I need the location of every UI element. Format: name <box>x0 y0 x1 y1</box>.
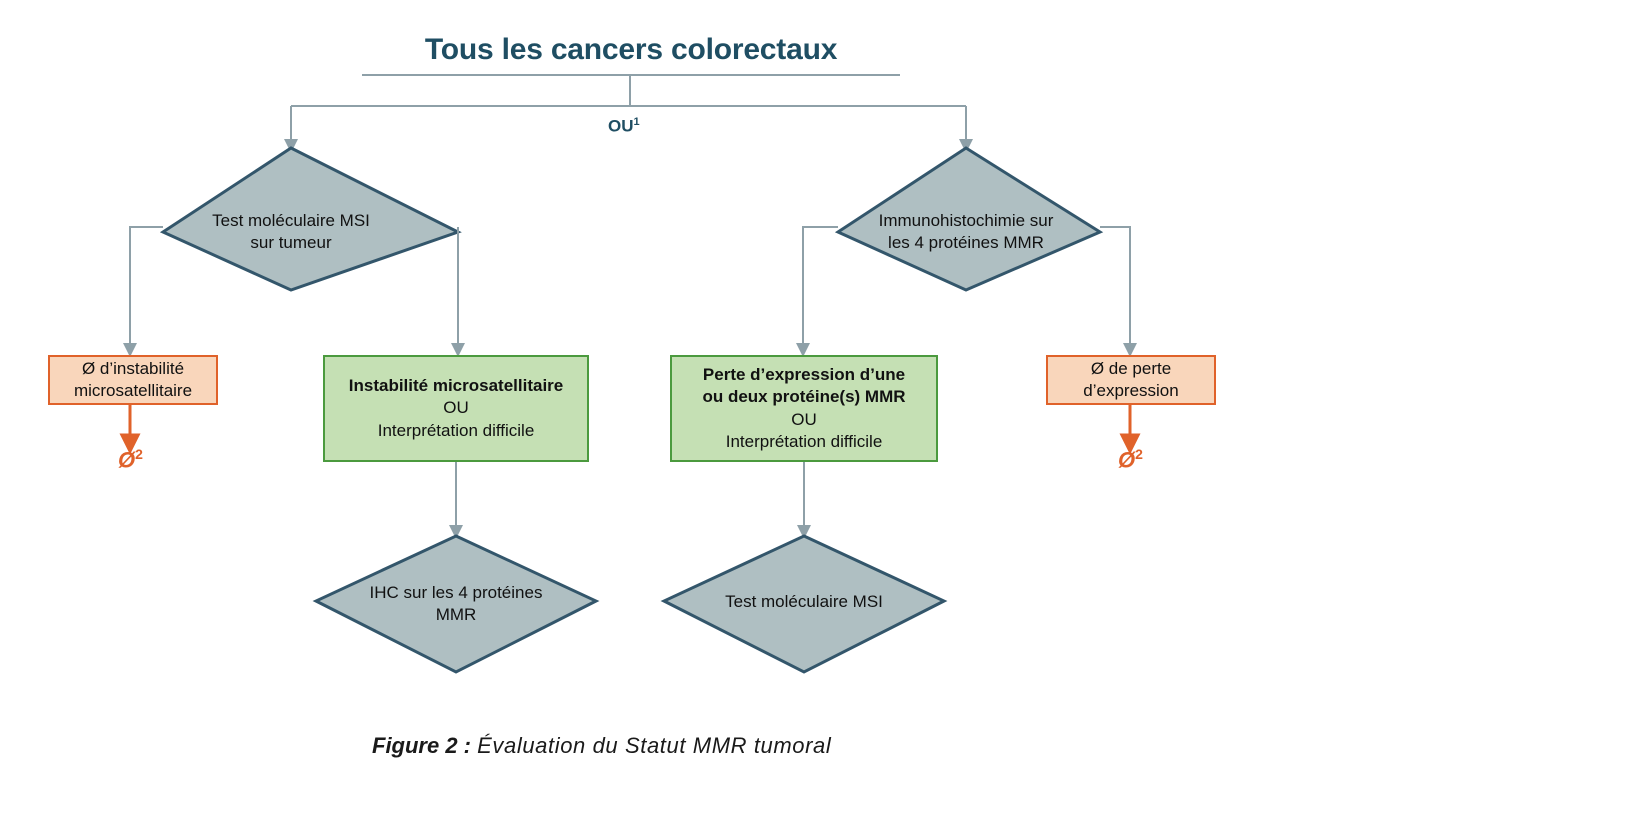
branch-operator-text: OU <box>608 116 634 136</box>
terminal-right-superscript: 2 <box>1135 446 1143 462</box>
terminal-left-symbol: Ø2 <box>118 446 143 473</box>
decision-right-diamond <box>834 146 1104 292</box>
outcome-left-negative-line2: microsatellitaire <box>73 381 193 400</box>
outcome-left-positive-line1: Instabilité microsatellitaire <box>348 375 564 395</box>
figure-caption-lead: Figure 2 : <box>372 733 472 758</box>
branch-operator-label: OU1 <box>608 116 640 137</box>
branch-operator-superscript: 1 <box>633 116 640 128</box>
outcome-right-positive-line1: Perte d’expression d’une <box>702 364 906 384</box>
outcome-right-negative-line2: d’expression <box>1083 381 1179 400</box>
terminal-right-glyph: Ø <box>1118 447 1136 473</box>
outcome-left-negative-box: Ø d’instabilité microsatellitaire <box>48 355 218 405</box>
outcome-right-positive-line3: OU <box>791 409 817 429</box>
connector-right-diamond-to-negative <box>1100 226 1137 357</box>
page-title: Tous les cancers colorectaux <box>424 33 838 66</box>
followup-left-diamond <box>312 534 600 674</box>
outcome-left-negative-line1: Ø d’instabilité <box>81 358 185 378</box>
followup-right-diamond <box>660 534 948 674</box>
outcome-left-positive-line2: OU <box>443 398 469 418</box>
terminal-left-superscript: 2 <box>135 446 143 462</box>
outcome-left-positive-box: Instabilité microsatellitaire OU Interpr… <box>323 355 589 462</box>
outcome-right-negative-line1: Ø de perte <box>1090 358 1172 378</box>
connector-right-diamond-to-positive <box>796 226 838 357</box>
outcome-right-positive-line2: ou deux protéine(s) MMR <box>702 387 906 407</box>
terminal-right-symbol: Ø2 <box>1118 446 1143 473</box>
figure-caption: Figure 2 : Évaluation du Statut MMR tumo… <box>372 733 831 759</box>
decision-left-diamond <box>159 146 462 292</box>
terminal-left-glyph: Ø <box>118 447 136 473</box>
connector-left-diamond-to-negative <box>123 226 163 357</box>
outcome-right-negative-box: Ø de perte d’expression <box>1046 355 1216 405</box>
figure-caption-body: Évaluation du Statut MMR tumoral <box>477 733 832 758</box>
outcome-right-positive-box: Perte d’expression d’une ou deux protéin… <box>670 355 938 462</box>
outcome-left-positive-line3: Interprétation difficile <box>377 420 535 440</box>
outcome-right-positive-line4: Interprétation difficile <box>725 431 883 451</box>
